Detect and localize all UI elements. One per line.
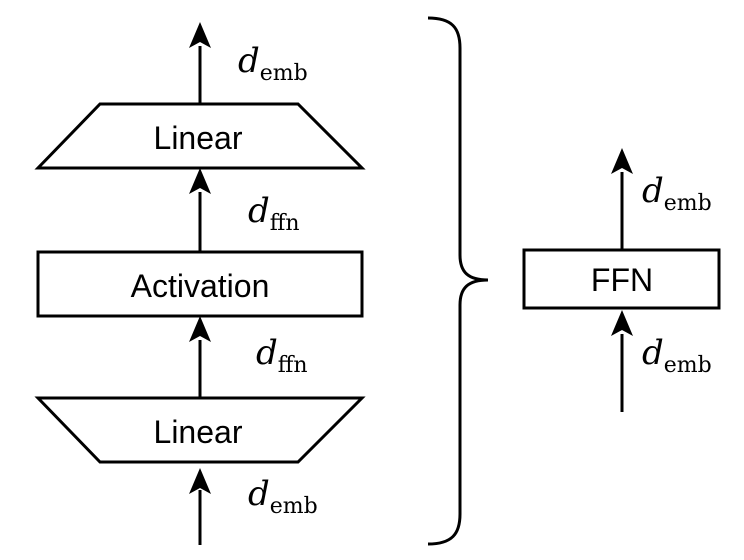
ffn-dim-label-top: demb — [642, 171, 712, 216]
arrow-activation-to-linear — [189, 168, 211, 252]
dim-label-bottom-emb: demb — [248, 474, 318, 519]
activation-layer: Activation — [36, 250, 364, 318]
dim-label-upper-ffn: dffn — [248, 191, 300, 236]
dim-label-lower-ffn: dffn — [256, 333, 308, 378]
arrow-input-bottom — [189, 468, 211, 545]
activation-label: Activation — [131, 268, 270, 304]
linear-top-label: Linear — [154, 120, 243, 156]
ffn-arrow-input — [611, 310, 633, 412]
ffn-block: FFN — [522, 248, 721, 310]
dim-label-top-emb: demb — [238, 41, 308, 86]
ffn-dim-label-bottom: demb — [642, 333, 712, 378]
ffn-label: FFN — [591, 262, 653, 298]
curly-brace — [427, 16, 489, 546]
ffn-arrow-output — [611, 148, 633, 250]
arrow-linear-to-activation — [189, 316, 211, 398]
linear-layer-bottom: Linear — [34, 396, 366, 464]
linear-layer-top: Linear — [34, 102, 366, 170]
linear-bottom-label: Linear — [154, 414, 243, 450]
arrow-output-top — [189, 22, 211, 104]
